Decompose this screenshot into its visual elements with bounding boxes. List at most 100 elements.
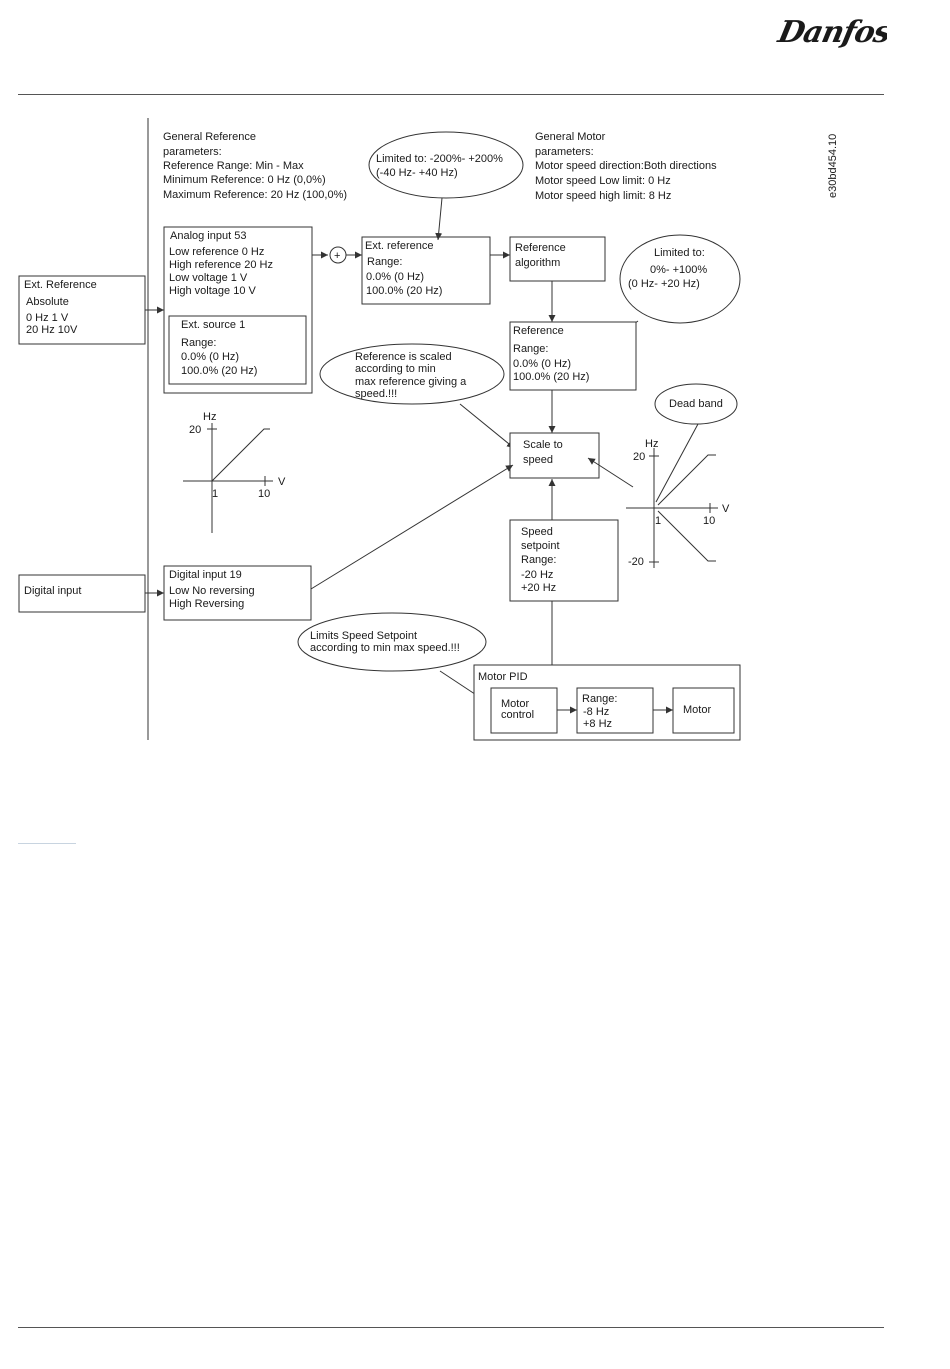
- svg-text:(0 Hz- +20 Hz): (0 Hz- +20 Hz): [628, 278, 700, 290]
- svg-text:max reference giving a: max reference giving a: [355, 376, 467, 388]
- svg-text:Maximum Reference: 20 Hz (100,: Maximum Reference: 20 Hz (100,0%): [163, 189, 347, 201]
- limited-callout-2: Limited to: 0%- +100% (0 Hz- +20 Hz): [619, 234, 741, 324]
- svg-text:+20 Hz: +20 Hz: [521, 582, 556, 594]
- svg-text:10: 10: [703, 515, 715, 527]
- svg-text:control: control: [501, 709, 534, 721]
- svg-text:Hz: Hz: [645, 438, 658, 450]
- svg-text:(-40 Hz- +40 Hz): (-40 Hz- +40 Hz): [376, 167, 458, 179]
- svg-text:High Reversing: High Reversing: [169, 598, 244, 610]
- svg-text:Hz: Hz: [203, 411, 216, 423]
- svg-text:Motor: Motor: [501, 698, 529, 710]
- svg-text:according to min: according to min: [355, 363, 436, 375]
- svg-text:parameters:: parameters:: [163, 146, 222, 158]
- svg-text:speed.!!!: speed.!!!: [355, 388, 397, 400]
- svg-text:Ext. source 1: Ext. source 1: [181, 319, 245, 331]
- svg-text:Motor: Motor: [683, 704, 711, 716]
- svg-text:Absolute: Absolute: [26, 296, 69, 308]
- svg-text:Reference: Reference: [515, 242, 566, 254]
- svg-text:General Reference: General Reference: [163, 131, 256, 143]
- analog-input-graph: Hz 20 V 1 10: [183, 411, 286, 533]
- svg-text:Limits Speed Setpoint: Limits Speed Setpoint: [310, 630, 417, 642]
- svg-text:Limited to: -200%- +200%: Limited to: -200%- +200%: [376, 153, 503, 165]
- svg-text:Motor speed direction:Both dir: Motor speed direction:Both directions: [535, 160, 717, 172]
- svg-text:-20: -20: [628, 556, 644, 568]
- svg-text:Digital input: Digital input: [24, 585, 81, 597]
- svg-text:speed: speed: [523, 454, 553, 466]
- ext-reference-range-box: Ext. reference Range: 0.0% (0 Hz) 100.0%…: [361, 236, 491, 305]
- svg-text:Range:: Range:: [181, 337, 216, 349]
- svg-text:100.0% (20 Hz): 100.0% (20 Hz): [181, 365, 257, 377]
- svg-text:Motor PID: Motor PID: [478, 671, 528, 683]
- svg-text:Motor speed high limit: 8 Hz: Motor speed high limit: 8 Hz: [535, 190, 671, 202]
- speed-setpoint-box: Speed setpoint Range: -20 Hz +20 Hz: [509, 519, 619, 602]
- svg-text:1: 1: [655, 515, 661, 527]
- reference-handling-diagram: General Reference parameters: Reference …: [18, 118, 839, 741]
- svg-text:Range:: Range:: [521, 554, 556, 566]
- svg-text:parameters:: parameters:: [535, 146, 594, 158]
- svg-text:Reference: Reference: [513, 325, 564, 337]
- limits-speed-callout: Limits Speed Setpoint according to min m…: [297, 612, 487, 672]
- limited-callout-1: Limited to: -200%- +200% (-40 Hz- +40 Hz…: [368, 131, 524, 199]
- scale-to-speed-box: Scale to speed: [509, 432, 600, 479]
- motor-box: Motor: [672, 687, 735, 734]
- svg-text:Low voltage 1 V: Low voltage 1 V: [169, 272, 248, 284]
- general-motor-parameters: General Motor parameters: Motor speed di…: [535, 131, 717, 202]
- svg-text:Scale to: Scale to: [523, 439, 563, 451]
- svg-text:20 Hz 10V: 20 Hz 10V: [26, 324, 78, 336]
- svg-text:0.0% (0 Hz): 0.0% (0 Hz): [513, 358, 571, 370]
- svg-text:Ext. Reference: Ext. Reference: [24, 279, 97, 291]
- motor-control-box: Motor control: [490, 687, 558, 734]
- svg-text:10: 10: [258, 488, 270, 500]
- svg-text:100.0% (20 Hz): 100.0% (20 Hz): [513, 371, 589, 383]
- dead-band-pointer: [655, 423, 699, 503]
- ext-reference-box: Ext. Reference Absolute 0 Hz 1 V 20 Hz 1…: [18, 275, 146, 345]
- svg-text:Digital input 19: Digital input 19: [169, 569, 242, 581]
- svg-text:Range:: Range:: [367, 256, 402, 268]
- dead-band-callout: Dead band: [654, 383, 738, 425]
- reference-box: Reference Range: 0.0% (0 Hz) 100.0% (20 …: [509, 321, 637, 391]
- svg-text:High voltage 10 V: High voltage 10 V: [169, 285, 256, 297]
- dead-band-to-scale-arrow: [587, 457, 634, 488]
- digital-input-box: Digital input: [18, 574, 146, 613]
- svg-text:Speed: Speed: [521, 526, 553, 538]
- svg-text:-20 Hz: -20 Hz: [521, 569, 553, 581]
- sum-junction: +: [329, 246, 347, 264]
- svg-text:algorithm: algorithm: [515, 257, 560, 269]
- svg-text:0.0% (0 Hz): 0.0% (0 Hz): [181, 351, 239, 363]
- svg-text:Range:: Range:: [582, 693, 617, 705]
- svg-text:Low reference 0 Hz: Low reference 0 Hz: [169, 246, 264, 258]
- svg-text:1: 1: [212, 488, 218, 500]
- scaled-callout-pointer: [459, 403, 515, 449]
- svg-text:0%- +100%: 0%- +100%: [650, 264, 707, 276]
- ext-source-1-box: Ext. source 1 Range: 0.0% (0 Hz) 100.0% …: [168, 315, 307, 385]
- digital-input-19-box: Digital input 19 Low No reversing High R…: [163, 565, 312, 621]
- faint-divider: [18, 843, 76, 844]
- svg-text:General Motor: General Motor: [535, 131, 606, 143]
- reference-algorithm-box: Reference algorithm: [509, 236, 606, 282]
- svg-text:Limited to:: Limited to:: [654, 247, 705, 259]
- svg-text:Ext. reference: Ext. reference: [365, 240, 433, 252]
- svg-text:0 Hz 1 V: 0 Hz 1 V: [26, 312, 69, 324]
- limited-callout-1-pointer: [435, 197, 443, 241]
- svg-text:Dead band: Dead band: [669, 398, 723, 410]
- svg-text:Motor speed Low limit: 0 Hz: Motor speed Low limit: 0 Hz: [535, 175, 671, 187]
- svg-text:High reference 20 Hz: High reference 20 Hz: [169, 259, 273, 271]
- speed-range-box: Range: -8 Hz +8 Hz: [576, 687, 654, 734]
- digital-to-scale-arrow: [310, 464, 514, 590]
- dead-band-graph: Hz 20 -20 V 1 10: [626, 438, 730, 568]
- svg-text:Range:: Range:: [513, 343, 548, 355]
- svg-text:V: V: [278, 476, 286, 488]
- general-reference-parameters: General Reference parameters: Reference …: [163, 131, 347, 201]
- svg-text:Low No reversing: Low No reversing: [169, 585, 255, 597]
- footer-rule: [18, 1327, 884, 1328]
- diagram-code: e30bd454.10: [827, 134, 839, 198]
- reference-scaled-callout: Reference is scaled according to min max…: [319, 343, 505, 405]
- svg-text:setpoint: setpoint: [521, 540, 560, 552]
- svg-text:100.0% (20 Hz): 100.0% (20 Hz): [366, 285, 442, 297]
- svg-text:20: 20: [633, 451, 645, 463]
- svg-text:+8 Hz: +8 Hz: [583, 718, 612, 730]
- svg-text:Analog input 53: Analog input 53: [170, 230, 246, 242]
- svg-text:Reference is scaled: Reference is scaled: [355, 351, 452, 363]
- svg-text:0.0% (0 Hz): 0.0% (0 Hz): [366, 271, 424, 283]
- header-rule: [18, 94, 884, 95]
